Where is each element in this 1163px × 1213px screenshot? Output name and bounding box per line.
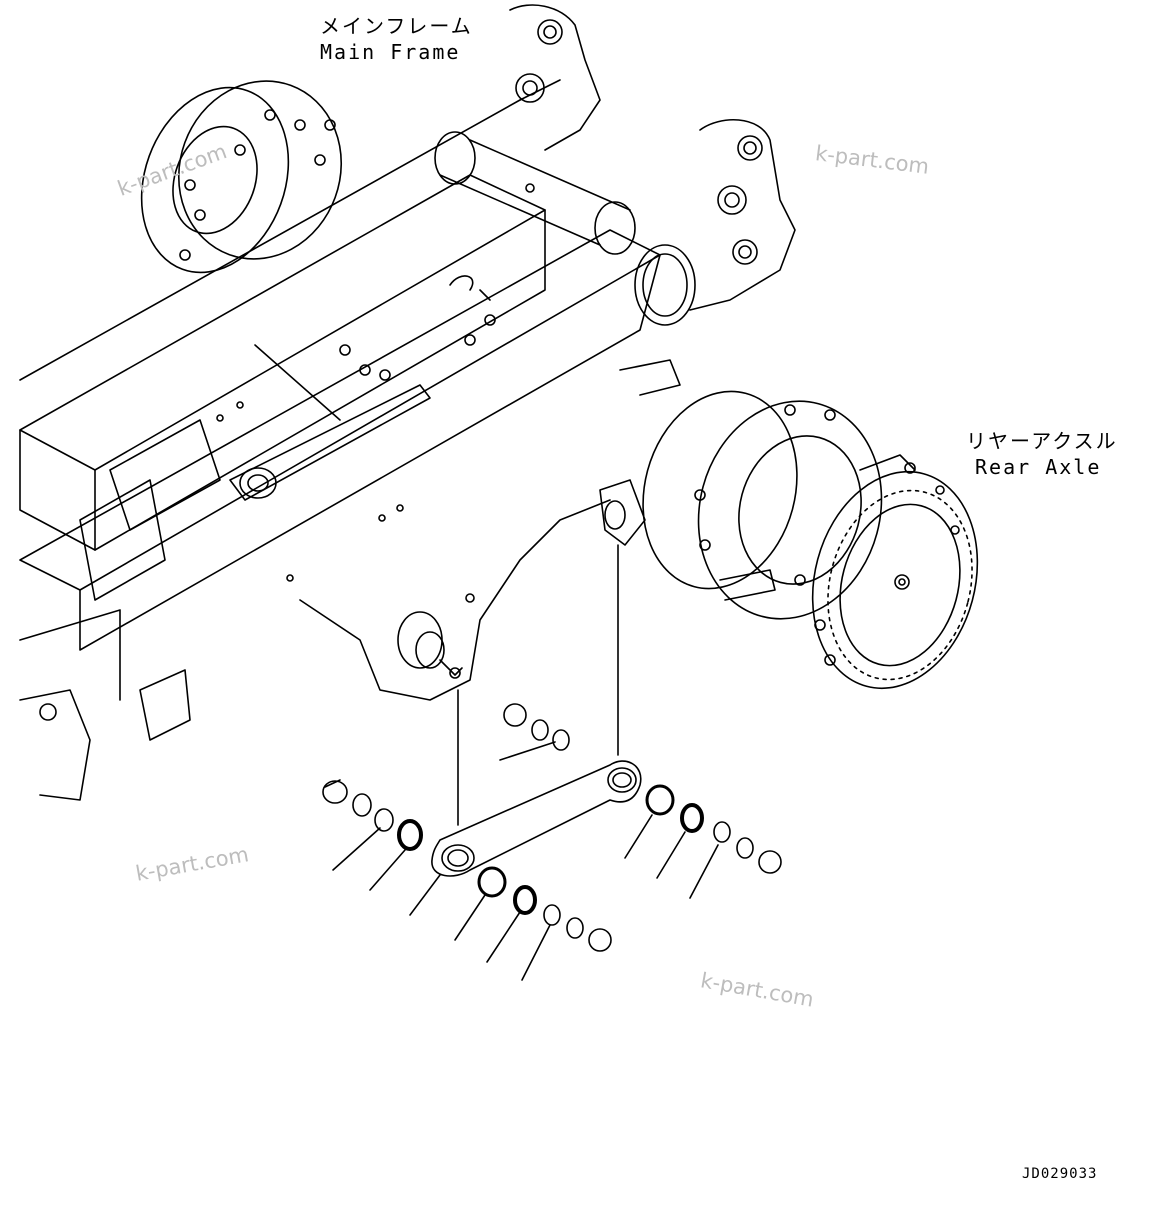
main-frame-label-jp: メインフレーム — [320, 14, 473, 38]
drawing-code: JD029033 — [1022, 1166, 1098, 1182]
rear-axle-label-en: Rear Axle — [975, 455, 1102, 479]
front-axle-hub — [140, 80, 496, 381]
rear-axle — [599, 359, 979, 690]
rear-axle-label-jp: リヤーアクスル — [966, 429, 1118, 453]
main-frame — [19, 4, 796, 801]
main-frame-label-en: Main Frame — [320, 40, 461, 64]
exploded-link-assembly — [322, 544, 782, 981]
